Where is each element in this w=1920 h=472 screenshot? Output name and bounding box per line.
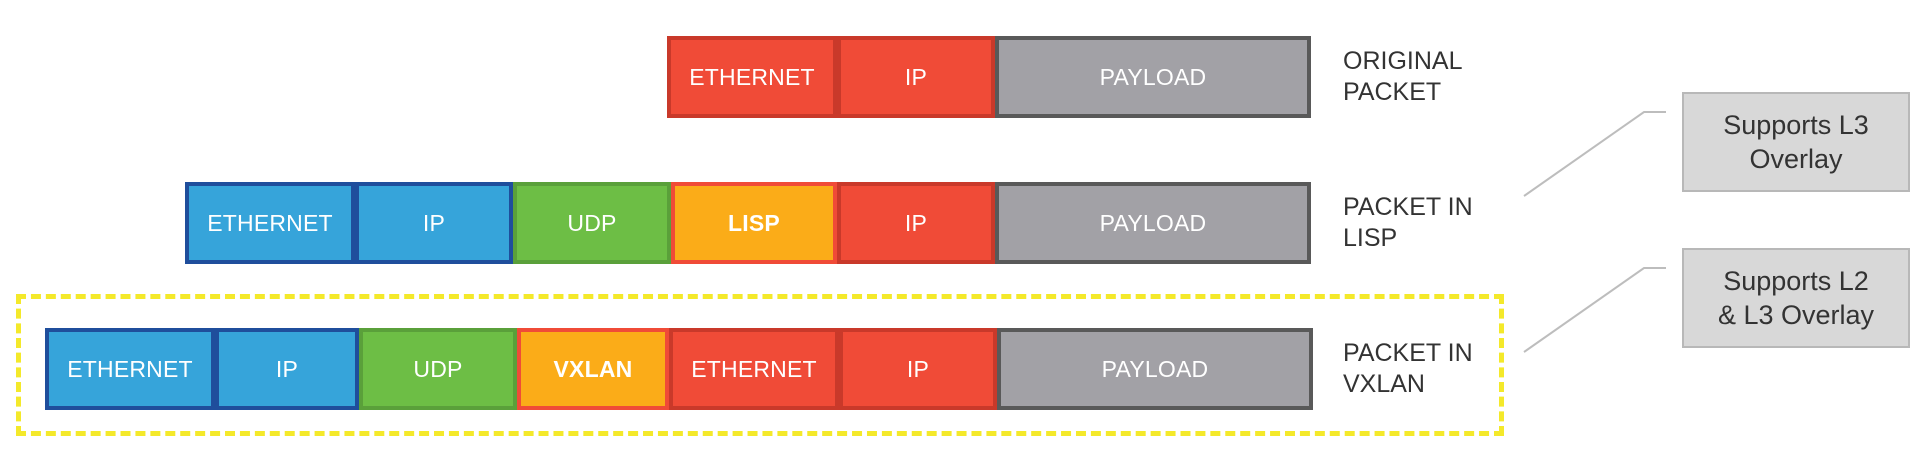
vxlan-segment-ip: IP	[215, 328, 359, 410]
lisp-segment-lisp: LISP	[671, 182, 837, 264]
vxlan-segment-udp: UDP	[359, 328, 517, 410]
vxlan-segment-ethernet: ETHERNET	[669, 328, 839, 410]
vxlan-segment-ip: IP	[839, 328, 997, 410]
lisp-segment-ethernet: ETHERNET	[185, 182, 355, 264]
note-supports-l3-overlay: Supports L3 Overlay	[1682, 92, 1910, 192]
original-segment-ethernet: ETHERNET	[667, 36, 837, 118]
lisp-segment-ip: IP	[837, 182, 995, 264]
connector-line-l2l3	[1523, 267, 1666, 353]
lisp-segment-payload: PAYLOAD	[995, 182, 1311, 264]
vxlan-segment-ethernet: ETHERNET	[45, 328, 215, 410]
vxlan-packet-label: PACKET IN VXLAN	[1343, 339, 1473, 398]
note-supports-l2-l3-overlay: Supports L2 & L3 Overlay	[1682, 248, 1910, 348]
original-segment-payload: PAYLOAD	[995, 36, 1311, 118]
lisp-segment-udp: UDP	[513, 182, 671, 264]
original-segment-ip: IP	[837, 36, 995, 118]
connector-line-l3	[1523, 111, 1666, 197]
vxlan-segment-payload: PAYLOAD	[997, 328, 1313, 410]
lisp-segment-ip: IP	[355, 182, 513, 264]
original-packet-label: ORIGINAL PACKET	[1343, 47, 1463, 106]
lisp-packet-label: PACKET IN LISP	[1343, 193, 1473, 252]
vxlan-segment-vxlan: VXLAN	[517, 328, 669, 410]
vxlan-highlight-dashed-border	[16, 294, 1504, 436]
